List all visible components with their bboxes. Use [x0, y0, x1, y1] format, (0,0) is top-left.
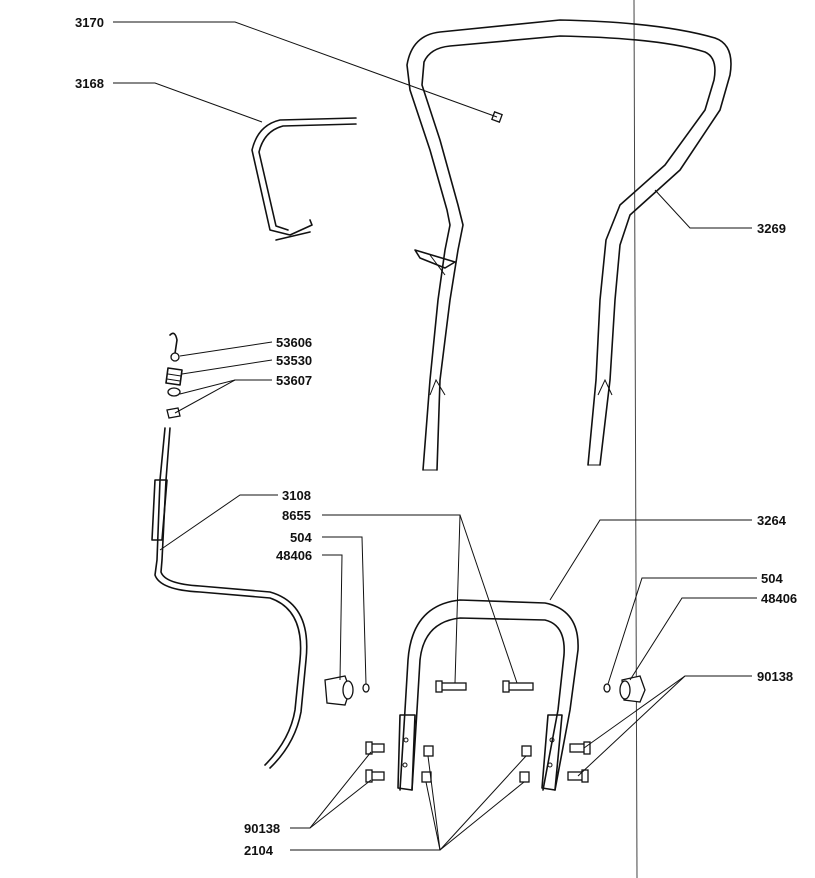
- label-53606: 53606: [276, 335, 312, 350]
- washer-504-left: [362, 683, 370, 693]
- screws-90138-right: [567, 741, 591, 783]
- label-48406-right: 48406: [761, 591, 797, 606]
- spring-parts: [165, 332, 183, 419]
- leader-lines: [113, 21, 757, 851]
- knob-48406-left: [324, 675, 354, 706]
- knob-48406-right: [619, 675, 646, 703]
- label-504-right: 504: [761, 571, 783, 586]
- washer-504-right: [603, 683, 611, 693]
- label-90138-left: 90138: [244, 821, 280, 836]
- label-3269: 3269: [757, 221, 786, 236]
- label-2104: 2104: [244, 843, 274, 858]
- label-90138-right: 90138: [757, 669, 793, 684]
- rod-3168: [251, 117, 357, 241]
- scan-line: [633, 0, 638, 878]
- label-3168: 3168: [75, 76, 104, 91]
- label-504-left: 504: [290, 530, 312, 545]
- bolt-8655-right: [502, 680, 534, 693]
- nuts-2104: [421, 745, 532, 783]
- upper-handle-3269: [406, 19, 732, 471]
- label-3108: 3108: [282, 488, 311, 503]
- label-48406-left: 48406: [276, 548, 312, 563]
- screws-90138-left: [365, 741, 385, 783]
- label-3264: 3264: [757, 513, 787, 528]
- label-3170: 3170: [75, 15, 104, 30]
- label-8655: 8655: [282, 508, 311, 523]
- label-53530: 53530: [276, 353, 312, 368]
- lower-handle-3264: [397, 599, 579, 791]
- bolt-8655-left: [435, 680, 467, 693]
- label-53607: 53607: [276, 373, 312, 388]
- cable-3108: [151, 427, 308, 769]
